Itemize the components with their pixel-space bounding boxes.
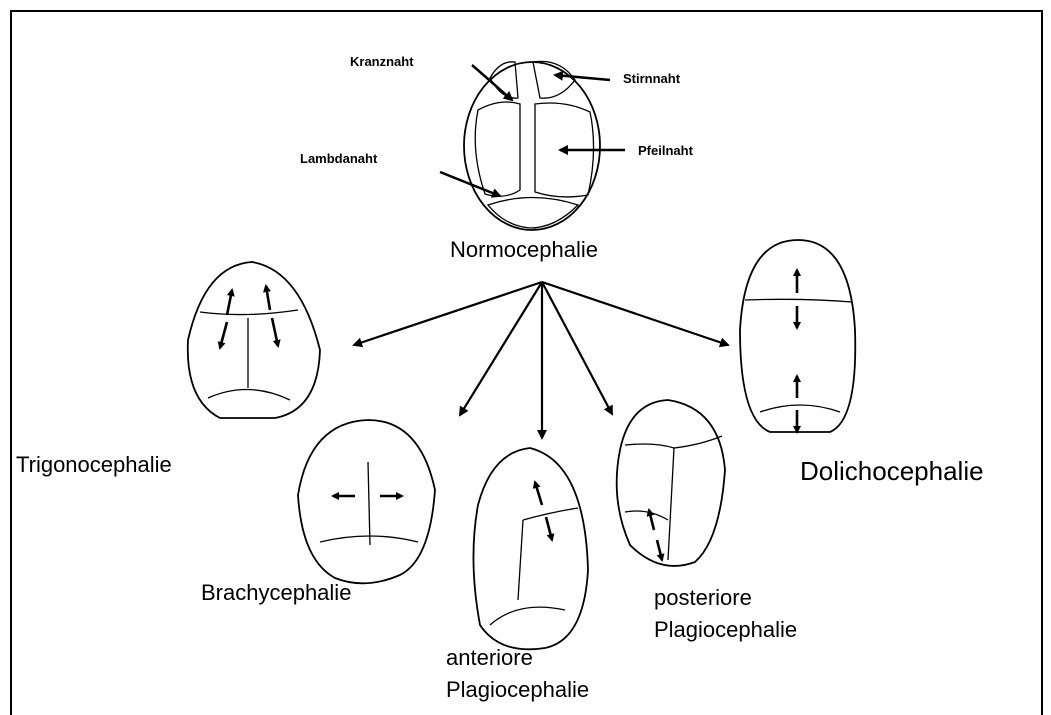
lambdanaht-label: Lambdanaht [300,152,377,167]
arrow-to-trigono [354,282,542,345]
trigono-skull [188,262,320,418]
dolicho-skull [740,240,855,432]
radiating-arrows [354,282,728,438]
normo-label: Normocephalie [450,237,598,262]
anterior-plagio-label-line2: Plagiocephalie [446,677,589,702]
trigono-growth-arrows [220,286,278,348]
stirnnaht-pointer [555,75,610,80]
posterior-growth-arrows [649,510,662,560]
anterior-growth-arrows [535,482,552,540]
anterior-plagio-skull [473,448,588,649]
normo-skull [464,61,600,230]
dolicho-label: Dolichocephalie [800,457,984,487]
anterior-plagio-label-line1: anteriore [446,645,533,670]
posterior-plagio-label-line1: posteriore [654,585,752,610]
stirnnaht-label: Stirnnaht [623,72,680,87]
kranznaht-label: Kranznaht [350,55,414,70]
brachy-skull [298,420,435,583]
trigono-label: Trigonocephalie [16,452,172,477]
pfeilnaht-label: Pfeilnaht [638,144,693,159]
arrow-to-brachy [460,282,542,415]
posterior-plagio-skull [617,400,725,566]
brachy-label: Brachycephalie [201,580,351,605]
lambdanaht-pointer [440,172,500,196]
posterior-plagio-label-line2: Plagiocephalie [654,617,797,642]
